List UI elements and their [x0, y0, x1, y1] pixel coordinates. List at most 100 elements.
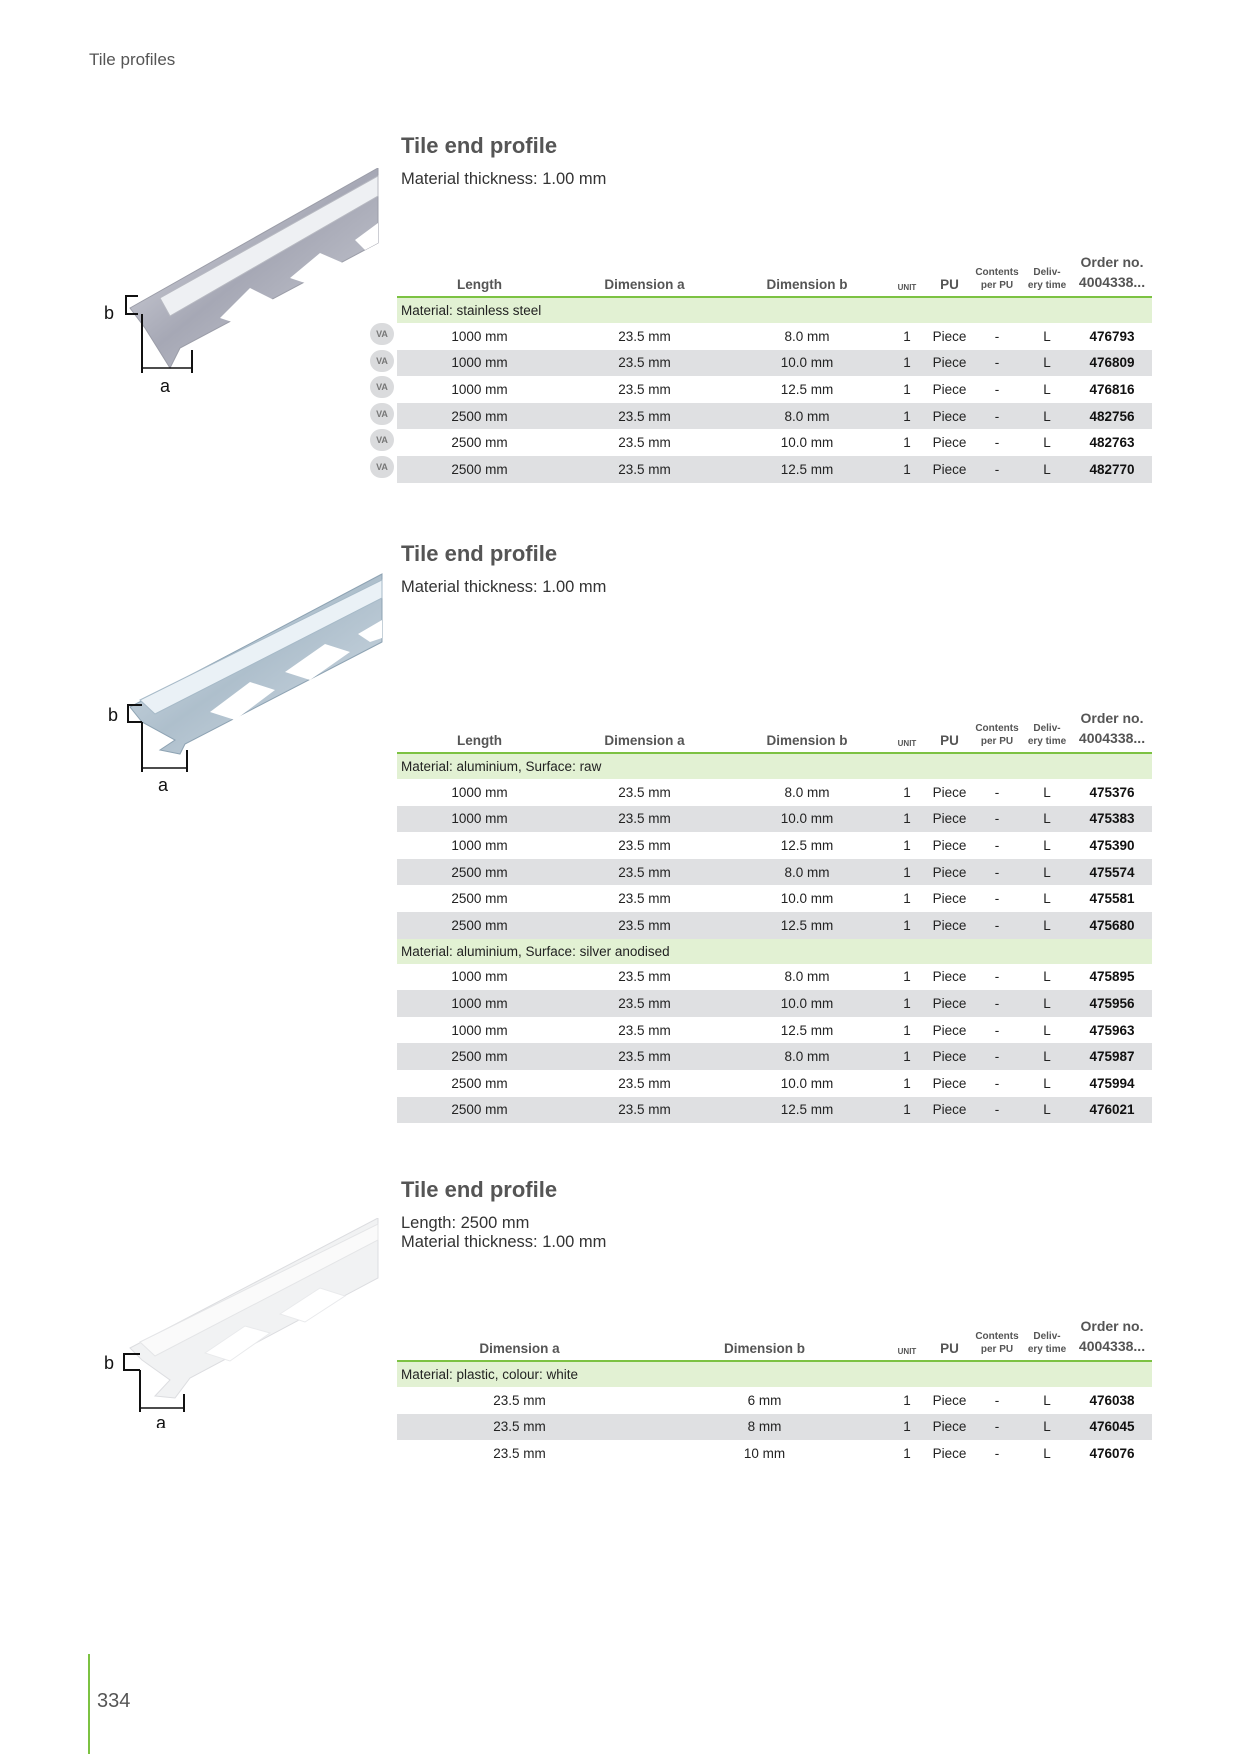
table-cell: -	[972, 1096, 1022, 1124]
table-cell: 8.0 mm	[727, 402, 887, 430]
table-cell: L	[1022, 1413, 1072, 1441]
table-header: Dimension a Dimension b UNIT PU Contents…	[397, 1316, 1152, 1362]
table-cell: Piece	[932, 1075, 967, 1091]
table-cell: L	[1022, 911, 1072, 939]
running-title: Tile profiles	[89, 50, 176, 69]
col-unit: UNIT	[887, 1316, 927, 1362]
col-dimension-b: Dimension b	[642, 1316, 887, 1362]
order-number: 482770	[1072, 455, 1152, 483]
order-number: 475963	[1089, 1022, 1135, 1038]
table-cell: 23.5 mm	[562, 402, 727, 430]
table-cell: 2500 mm	[451, 435, 508, 451]
table-cell: 1	[887, 455, 927, 483]
table-cell: -	[994, 891, 1000, 907]
order-number: 476045	[1072, 1413, 1152, 1441]
table-cell: 23.5 mm	[493, 1445, 546, 1461]
table-cell: 1000 mm	[451, 969, 508, 985]
table-cell: 12.5 mm	[727, 1096, 887, 1124]
table-cell: Piece	[932, 381, 967, 397]
table-cell: 2500 mm	[451, 891, 508, 907]
table-cell: 23.5 mm	[618, 891, 671, 907]
table-cell: 2500 mm	[397, 1043, 562, 1070]
order-number: 476038	[1089, 1392, 1135, 1408]
material-group-row: Material: aluminium, Surface: raw	[397, 753, 1152, 779]
order-number: 475994	[1089, 1075, 1135, 1091]
table-cell: 1000 mm	[451, 328, 508, 344]
order-number: 475956	[1072, 990, 1152, 1017]
table-cell: Piece	[932, 1022, 967, 1038]
table-cell: 23.5 mm	[618, 328, 671, 344]
table-cell: 1	[903, 435, 911, 451]
table-cell: 1000 mm	[397, 805, 562, 833]
section-title: Tile end profile	[401, 133, 558, 158]
dimension-a-label: a	[160, 376, 171, 396]
table-cell: -	[972, 805, 1022, 833]
table-cell: -	[994, 435, 1000, 451]
order-number: 482763	[1089, 435, 1135, 451]
section-subtitle-length: Length: 2500 mm	[401, 1214, 530, 1232]
table-cell: -	[972, 455, 1022, 483]
order-number: 475680	[1072, 911, 1152, 939]
table-cell: 8.0 mm	[784, 969, 830, 985]
section-subtitle-thickness: Material thickness: 1.00 mm	[401, 1233, 607, 1251]
table-cell: -	[972, 402, 1022, 430]
table-cell: 23.5 mm	[397, 1413, 642, 1441]
va-badge: VA	[370, 323, 394, 345]
table-cell: 8.0 mm	[784, 784, 830, 800]
spec-table-stainless: Length Dimension a Dimension b UNIT PU C…	[397, 252, 1152, 483]
table-cell: 8.0 mm	[727, 1043, 887, 1070]
table-cell: 23.5 mm	[618, 837, 671, 853]
table-cell: 23.5 mm	[618, 1075, 671, 1091]
order-number: 482756	[1072, 402, 1152, 430]
table-cell: Piece	[927, 1096, 972, 1124]
va-badge: VA	[370, 429, 394, 452]
table-cell: -	[994, 328, 1000, 344]
table-cell: -	[972, 349, 1022, 377]
col-dimension-b: Dimension b	[727, 252, 887, 298]
order-number: 475581	[1089, 891, 1135, 907]
table-header: Length Dimension a Dimension b UNIT PU C…	[397, 708, 1152, 754]
col-delivery: Deliv-ery time	[1022, 708, 1072, 754]
table-cell: -	[994, 1022, 1000, 1038]
section-title: Tile end profile	[401, 1177, 558, 1202]
table-cell: L	[1022, 455, 1072, 483]
table-cell: 1	[903, 381, 911, 397]
table-cell: Piece	[932, 1392, 967, 1408]
table-cell: 1	[887, 1413, 927, 1441]
dimension-b-label: b	[104, 303, 114, 323]
table-cell: 1	[887, 990, 927, 1017]
table-cell: 12.5 mm	[780, 837, 834, 853]
table-cell: -	[972, 1043, 1022, 1070]
col-order-no: Order no.4004338...	[1072, 252, 1152, 298]
dimension-a-label: a	[158, 775, 169, 795]
order-number: 476816	[1089, 381, 1135, 397]
table-cell: 1	[887, 1096, 927, 1124]
order-number: 475574	[1072, 858, 1152, 886]
dimension-a-label: a	[156, 1413, 167, 1428]
table-cell: Piece	[927, 805, 972, 833]
table-cell: 1	[903, 328, 911, 344]
table-cell: 10.0 mm	[780, 435, 834, 451]
table-cell: L	[1022, 402, 1072, 430]
va-badge: VA	[370, 402, 394, 425]
table-cell: 10.0 mm	[727, 805, 887, 833]
table-cell: L	[1043, 435, 1051, 451]
table-cell: 2500 mm	[397, 402, 562, 430]
table-cell: -	[972, 858, 1022, 886]
table-cell: 2500 mm	[397, 911, 562, 939]
table-cell: L	[1022, 1043, 1072, 1070]
table-cell: 10.0 mm	[780, 1075, 834, 1091]
dimension-b-label: b	[108, 705, 118, 725]
table-cell: 1	[903, 1445, 911, 1461]
table-cell: 1000 mm	[397, 349, 562, 377]
table-header: Length Dimension a Dimension b UNIT PU C…	[397, 252, 1152, 298]
order-number: 475987	[1072, 1043, 1152, 1070]
